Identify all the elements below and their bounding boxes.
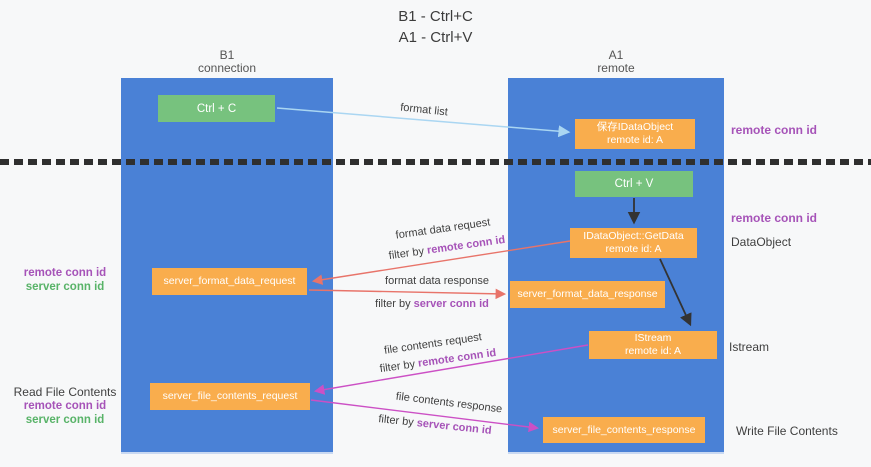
istream-line2: remote id: A <box>624 345 682 357</box>
istream-line1: IStream <box>634 332 672 344</box>
diagram-title: B1 - Ctrl+C A1 - Ctrl+V <box>0 6 871 48</box>
right-remote-conn-id-mid: remote conn id <box>731 211 818 225</box>
server-file-contents-response-label: server_file_contents_response <box>552 423 696 436</box>
left-server-conn-id: server conn id <box>25 281 105 293</box>
save-idataobject-line2: remote id: A <box>606 134 664 146</box>
istream-box: IStream remote id: A <box>589 331 717 359</box>
getdata-line1: IDataObject::GetData <box>583 230 684 242</box>
filter-server-conn-id: server conn id <box>416 417 493 437</box>
format-data-response-filter-label: filter by server conn id <box>375 298 489 310</box>
ctrl-v-label: Ctrl + V <box>614 178 654 190</box>
dataobject-label: DataObject <box>731 235 792 249</box>
lane-b1-name: B1 <box>219 48 235 62</box>
read-file-contents-label: Read File Contents <box>13 385 117 399</box>
lane-a1-name: A1 <box>608 48 624 62</box>
lane-b1-role: connection <box>197 61 257 75</box>
left-remote-conn-id: remote conn id <box>23 267 107 279</box>
save-idataobject-line1: 保存IDataObject <box>596 121 674 133</box>
server-file-contents-request-box: server_file_contents_request <box>150 383 310 410</box>
right-remote-conn-id-top: remote conn id <box>731 123 818 137</box>
filter-remote-conn-id: remote conn id <box>426 233 506 257</box>
filter-by-text: filter by <box>388 244 428 263</box>
lane-header-a1: A1 remote <box>508 49 724 75</box>
getdata-box: IDataObject::GetData remote id: A <box>570 228 697 258</box>
left-file-group: Read File Contents remote conn id server… <box>8 385 122 427</box>
filter-by-text: filter by <box>377 413 418 430</box>
getdata-line2: remote id: A <box>605 243 662 255</box>
server-format-data-response-label: server_format_data_response <box>517 288 658 300</box>
title-line-1: B1 - Ctrl+C <box>398 8 473 25</box>
left-bottom-remote-conn-id: remote conn id <box>23 400 107 412</box>
dashed-divider <box>0 159 871 165</box>
save-idataobject-box: 保存IDataObject remote id: A <box>575 119 695 149</box>
left-conn-id-group: remote conn id server conn id <box>10 266 120 294</box>
format-data-response-label: format data response <box>385 275 489 287</box>
file-contents-response-filter-label: filter by server conn id <box>378 413 492 437</box>
server-format-data-response-box: server_format_data_response <box>510 281 665 308</box>
server-format-data-request-label: server_format_data_request <box>163 275 296 287</box>
left-bottom-server-conn-id: server conn id <box>25 414 105 426</box>
arrow-format-data-response <box>308 288 507 300</box>
file-contents-response-label: file contents response <box>395 390 503 416</box>
server-file-contents-response-box: server_file_contents_response <box>543 417 705 443</box>
lane-a1-role: remote <box>597 61 635 75</box>
filter-server-conn-id: server conn id <box>413 298 489 310</box>
title-line-2: A1 - Ctrl+V <box>398 29 473 46</box>
filter-by-text: filter by <box>375 298 414 310</box>
format-list-label: format list <box>399 101 449 119</box>
ctrl-v-box: Ctrl + V <box>575 171 693 197</box>
server-format-data-request-box: server_format_data_request <box>152 268 307 295</box>
write-file-contents-label: Write File Contents <box>736 424 838 438</box>
server-file-contents-request-label: server_file_contents_request <box>162 390 298 402</box>
lane-header-b1: B1 connection <box>121 49 333 75</box>
ctrl-c-box: Ctrl + C <box>158 95 275 122</box>
istream-side-label: Istream <box>729 340 770 354</box>
ctrl-c-label: Ctrl + C <box>196 102 237 115</box>
filter-by-text: filter by <box>379 357 419 376</box>
